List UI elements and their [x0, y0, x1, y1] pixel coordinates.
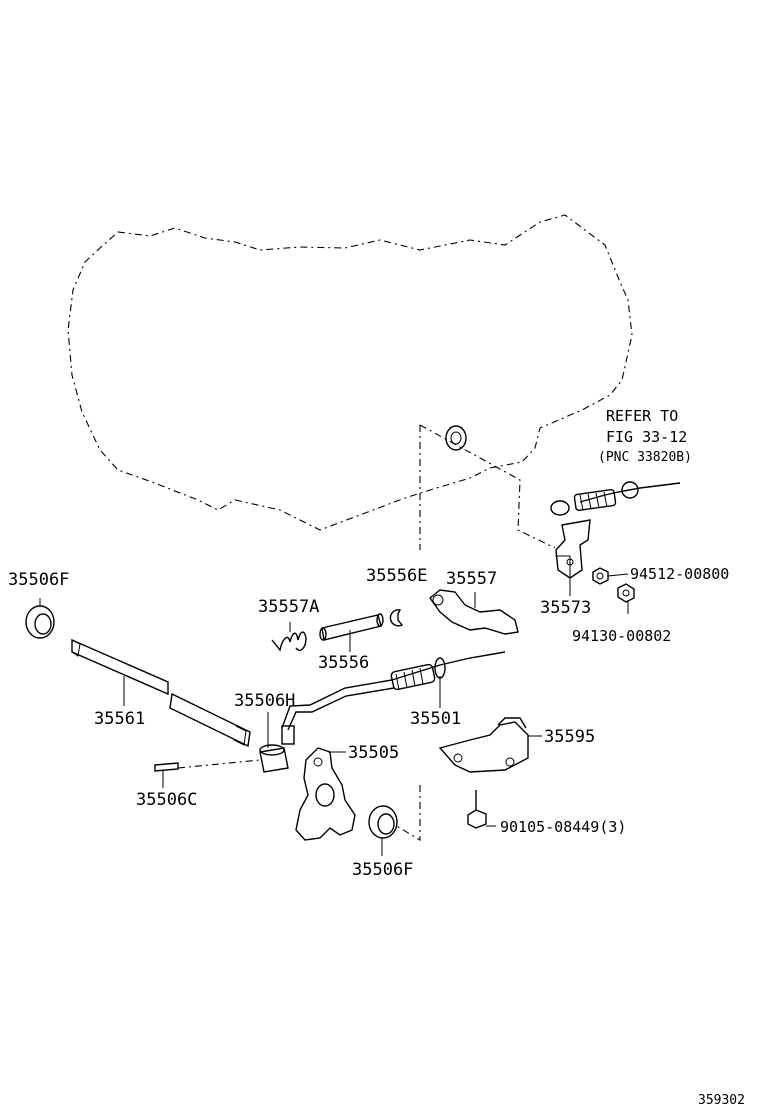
label-35595: 35595 — [544, 727, 595, 747]
label-35556: 35556 — [318, 653, 369, 673]
label-35557: 35557 — [446, 569, 497, 589]
label-35573: 35573 — [540, 598, 591, 618]
guide-line-seal — [419, 424, 556, 549]
leader-lines — [39, 555, 629, 856]
spring-35557a — [271, 631, 307, 652]
cable-35501 — [281, 651, 506, 745]
shift-cable-upper — [550, 481, 681, 516]
nut-94512 — [592, 567, 609, 585]
label-35505: 35505 — [348, 743, 399, 763]
seal-35506f-bottom — [368, 805, 398, 839]
pin-35556 — [319, 613, 384, 641]
label-35506f-bottom: 35506F — [352, 860, 413, 880]
label-35506h: 35506H — [234, 691, 295, 711]
label-94512: 94512-00800 — [630, 565, 729, 583]
plate-35505 — [295, 747, 356, 841]
guide-line-bottom-seal — [394, 785, 421, 841]
transmission-housing-outline — [67, 214, 633, 531]
refer-note-line1: REFER TO — [606, 407, 678, 425]
label-35561: 35561 — [94, 709, 145, 729]
housing-seal-ring — [445, 425, 467, 451]
label-35556e: 35556E — [366, 566, 427, 586]
label-90105: 90105-08449(3) — [500, 818, 626, 836]
pin-35506c — [154, 762, 179, 772]
figure-number: 359302 — [698, 1093, 745, 1108]
nut-94130 — [617, 583, 635, 603]
bracket-35573 — [555, 519, 591, 579]
label-35506f-top: 35506F — [8, 570, 69, 590]
seal-35506f-top — [25, 605, 55, 639]
bracket-35595 — [438, 717, 529, 773]
label-35506c: 35506C — [136, 790, 197, 810]
shaft-35561 — [71, 638, 251, 748]
bushing-35506h — [259, 744, 289, 773]
lever-35557 — [429, 589, 519, 635]
lever-hole — [432, 594, 444, 606]
label-35501: 35501 — [410, 709, 461, 729]
bolt-90105 — [467, 790, 487, 829]
label-94130: 94130-00802 — [572, 627, 671, 645]
refer-note-line2: FIG 33-12 — [606, 428, 687, 446]
housing-seal-inner — [450, 431, 462, 445]
label-35557a: 35557A — [258, 597, 319, 617]
e-ring-35556e — [389, 609, 404, 627]
refer-note-line3: (PNC 33820B) — [598, 450, 692, 465]
guide-line-bushing — [177, 759, 261, 769]
